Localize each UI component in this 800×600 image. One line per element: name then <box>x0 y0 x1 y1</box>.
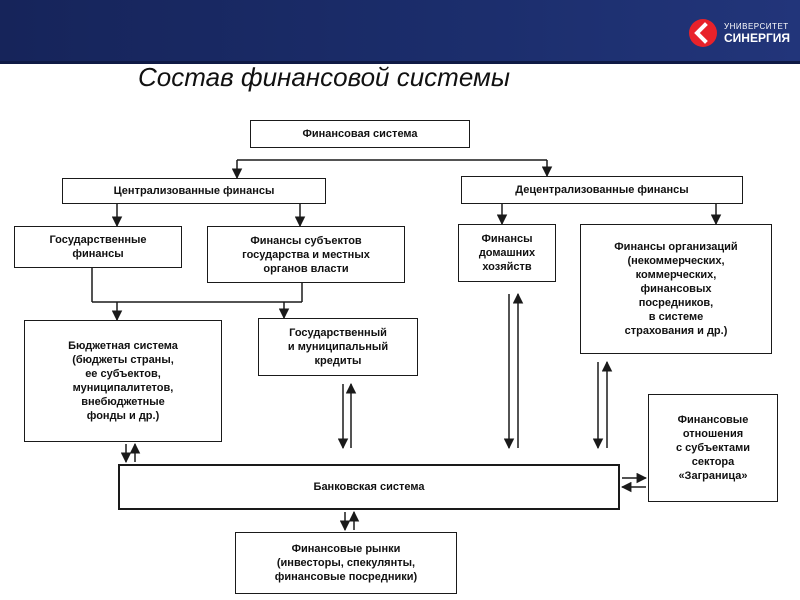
box-banking-system: Банковская система <box>118 464 620 510</box>
logo-text-bottom: СИНЕРГИЯ <box>724 31 791 45</box>
box-budget-system: Бюджетная система (бюджеты страны, ее су… <box>24 320 222 442</box>
box-household-finance: Финансы домашних хозяйств <box>458 224 556 282</box>
synergy-logo-icon <box>689 19 717 47</box>
box-financial-system: Финансовая система <box>250 120 470 148</box>
box-state-credit: Государственный и муниципальный кредиты <box>258 318 418 376</box>
box-state-finance: Государственные финансы <box>14 226 182 268</box>
slide-title: Состав финансовой системы <box>138 62 510 92</box>
slide-header: УНИВЕРСИТЕТ СИНЕРГИЯ <box>0 0 800 64</box>
box-subjects-finance: Финансы субъектов государства и местных … <box>207 226 405 283</box>
box-centralized-finance: Централизованные финансы <box>62 178 326 204</box>
box-financial-markets: Финансовые рынки (инвесторы, спекулянты,… <box>235 532 457 594</box>
box-organizations-finance: Финансы организаций (некоммерческих, ком… <box>580 224 772 354</box>
header-accent <box>0 61 800 64</box>
logo-text-top: УНИВЕРСИТЕТ <box>724 22 789 31</box>
box-decentralized-finance: Децентрализованные финансы <box>461 176 743 204</box>
synergy-logo: УНИВЕРСИТЕТ СИНЕРГИЯ <box>688 18 798 50</box>
box-foreign-relations: Финансовые отношения с субъектами сектор… <box>648 394 778 502</box>
